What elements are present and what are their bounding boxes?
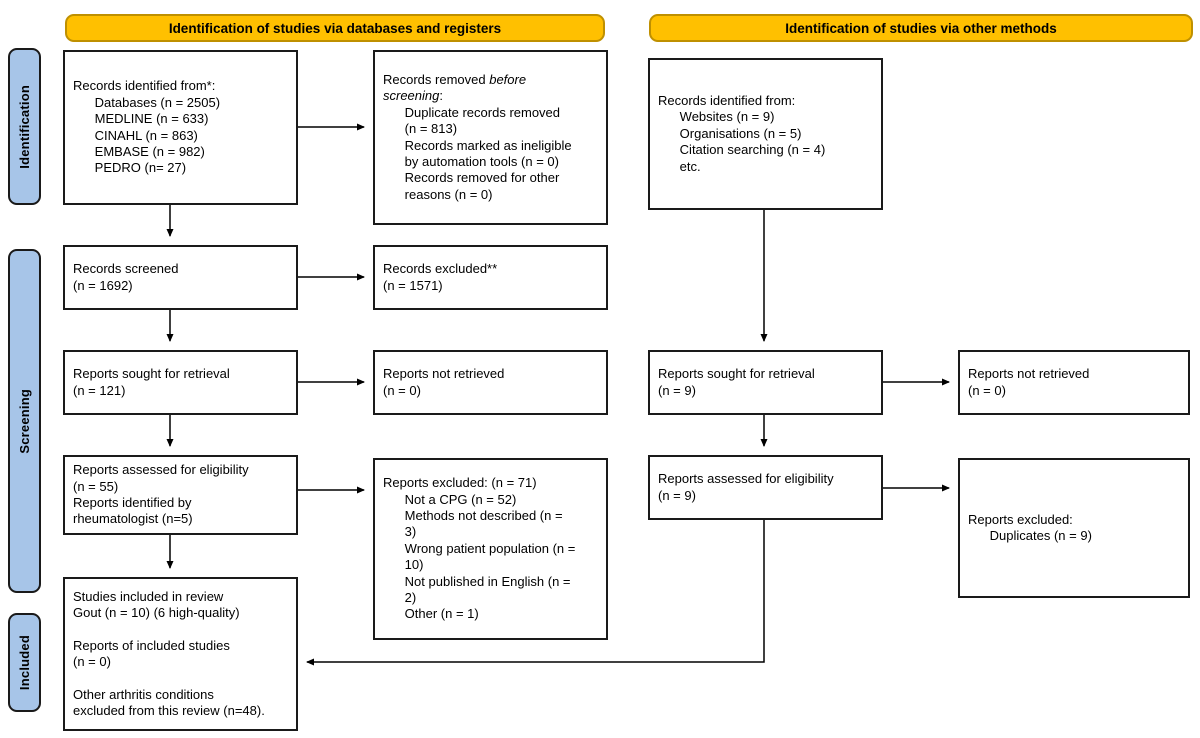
box-studies-included: Studies included in review Gout (n = 10)… (63, 577, 298, 731)
box-reports-not-retrieved-other-text: Reports not retrieved (n = 0) (968, 366, 1090, 398)
records-removed-pre: Records removed (383, 72, 490, 87)
stage-screening-label: Screening (17, 388, 32, 454)
box-records-screened-text: Records screened (n = 1692) (73, 261, 179, 293)
box-reports-not-retrieved-databases: Reports not retrieved (n = 0) (373, 350, 608, 415)
records-removed-italic: before screening (383, 72, 527, 104)
box-reports-sought-databases-text: Reports sought for retrieval (n = 121) (73, 366, 230, 398)
box-reports-assessed-other: Reports assessed for eligibility (n = 9) (648, 455, 883, 520)
box-reports-excluded-other: Reports excluded: Duplicates (n = 9) (958, 458, 1190, 598)
box-records-excluded-text: Records excluded** (n = 1571) (383, 261, 498, 293)
box-reports-not-retrieved-other: Reports not retrieved (n = 0) (958, 350, 1190, 415)
box-records-screened: Records screened (n = 1692) (63, 245, 298, 310)
box-records-identified-databases: Records identified from*: Databases (n =… (63, 50, 298, 205)
box-records-identified-other: Records identified from: Websites (n = 9… (648, 58, 883, 210)
records-removed-items: Duplicate records removed (n = 813) Reco… (404, 104, 572, 202)
box-records-removed-text: Records removed before screening: Duplic… (375, 66, 580, 209)
box-reports-assessed-other-text: Reports assessed for eligibility (n = 9) (658, 471, 834, 503)
stage-identification: Identification (8, 48, 41, 205)
stage-included: Included (8, 613, 41, 712)
box-reports-sought-other-text: Reports sought for retrieval (n = 9) (658, 366, 815, 398)
header-other-methods: Identification of studies via other meth… (649, 14, 1193, 42)
box-records-removed: Records removed before screening: Duplic… (373, 50, 608, 225)
box-records-excluded: Records excluded** (n = 1571) (373, 245, 608, 310)
box-records-identified-databases-text: Records identified from*: Databases (n =… (73, 78, 221, 176)
box-studies-included-text: Studies included in review Gout (n = 10)… (73, 588, 265, 719)
box-reports-excluded-databases-text: Reports excluded: (n = 71) Not a CPG (n … (383, 475, 576, 622)
box-reports-sought-other: Reports sought for retrieval (n = 9) (648, 350, 883, 415)
box-reports-excluded-other-text: Reports excluded: Duplicates (n = 9) (968, 511, 1092, 543)
header-databases-registers: Identification of studies via databases … (65, 14, 605, 42)
box-reports-assessed-databases-text: Reports assessed for eligibility (n = 55… (73, 462, 249, 527)
box-reports-sought-databases: Reports sought for retrieval (n = 121) (63, 350, 298, 415)
box-records-identified-other-text: Records identified from: Websites (n = 9… (658, 93, 826, 174)
stage-identification-label: Identification (17, 84, 32, 169)
stage-included-label: Included (17, 634, 32, 691)
stage-screening: Screening (8, 249, 41, 593)
box-reports-not-retrieved-databases-text: Reports not retrieved (n = 0) (383, 366, 505, 398)
records-removed-post: : (439, 88, 443, 104)
box-reports-assessed-databases: Reports assessed for eligibility (n = 55… (63, 455, 298, 535)
box-reports-excluded-databases: Reports excluded: (n = 71) Not a CPG (n … (373, 458, 608, 640)
